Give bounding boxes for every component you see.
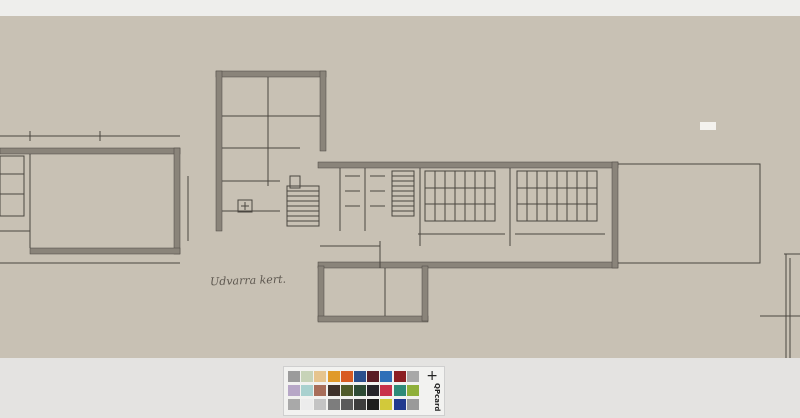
color-calibration-card: + QPcard xyxy=(283,366,445,416)
color-swatch xyxy=(354,385,366,396)
color-swatch xyxy=(406,385,419,396)
elevation-fragment xyxy=(760,253,800,358)
color-swatch xyxy=(301,371,314,382)
color-swatch xyxy=(327,399,340,410)
color-swatch xyxy=(340,399,353,410)
color-swatch xyxy=(393,371,406,382)
color-swatch xyxy=(367,385,380,396)
color-swatch xyxy=(288,399,300,410)
color-swatch xyxy=(406,371,419,382)
color-swatch xyxy=(314,385,327,396)
color-swatch xyxy=(380,385,393,396)
color-swatch xyxy=(314,399,327,410)
color-swatch xyxy=(393,399,406,410)
color-swatch xyxy=(327,371,340,382)
color-swatch xyxy=(340,371,353,382)
color-swatch xyxy=(367,399,380,410)
central-block xyxy=(215,70,327,232)
drawing-caption: Udvarra kert. xyxy=(209,272,287,289)
lower-rooms xyxy=(317,241,429,323)
left-hall xyxy=(0,131,189,264)
color-swatch xyxy=(327,385,340,396)
color-swatch xyxy=(288,385,300,396)
color-swatch xyxy=(288,371,300,382)
color-swatch xyxy=(301,399,314,410)
floor-plan xyxy=(0,70,800,358)
color-swatch xyxy=(314,371,327,382)
color-swatch xyxy=(340,385,353,396)
color-swatch xyxy=(380,399,393,410)
color-swatch xyxy=(367,371,380,382)
classroom-wing xyxy=(317,161,761,269)
color-swatch xyxy=(301,385,314,396)
drawing-sheet: Udvarra kert. xyxy=(0,16,800,358)
color-swatch xyxy=(380,371,393,382)
color-swatch xyxy=(354,371,366,382)
color-swatch xyxy=(354,399,366,410)
scan-border-top xyxy=(0,0,800,16)
color-swatch xyxy=(393,385,406,396)
card-brand: QPcard xyxy=(433,383,441,412)
paper-label xyxy=(700,122,716,130)
crosshair-icon: + xyxy=(426,368,438,384)
color-swatch xyxy=(406,399,419,410)
